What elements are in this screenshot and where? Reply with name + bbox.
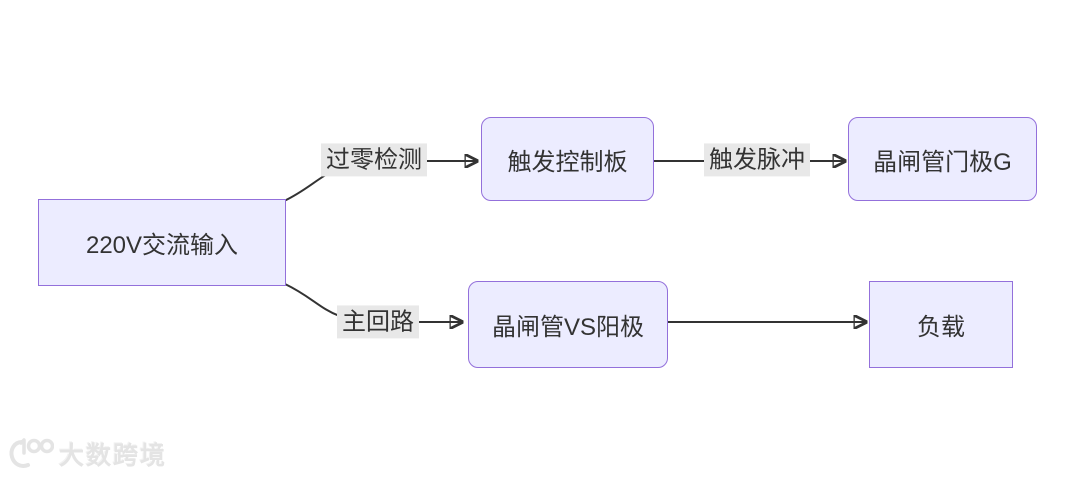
node-220v-ac-input: 220V交流输入 (38, 199, 286, 286)
node-thyristor-vs-anode-label: 晶闸管VS阳极 (491, 314, 644, 341)
node-thyristor-gate-g-label: 晶闸管门极G (873, 148, 1012, 176)
node-trigger-control-board: 触发控制板 (481, 117, 654, 201)
node-220v-ac-input-label: 220V交流输入 (85, 232, 239, 259)
watermark-text: 大数跨境 (59, 442, 168, 470)
node-load-label: 负载 (917, 314, 965, 341)
node-load: 负载 (869, 281, 1013, 368)
edge-label-zero-cross-detection: 过零检测 (321, 143, 427, 177)
node-thyristor-gate-g: 晶闸管门极G (848, 117, 1037, 201)
watermark: 大数跨境 (8, 436, 167, 472)
edge-label-trigger-pulse: 触发脉冲 (704, 143, 810, 177)
watermark-100-logo-icon (9, 438, 54, 468)
edge-label-main-circuit: 主回路 (337, 305, 419, 339)
node-thyristor-vs-anode: 晶闸管VS阳极 (468, 281, 668, 368)
node-trigger-control-board-label: 触发控制板 (507, 148, 628, 176)
